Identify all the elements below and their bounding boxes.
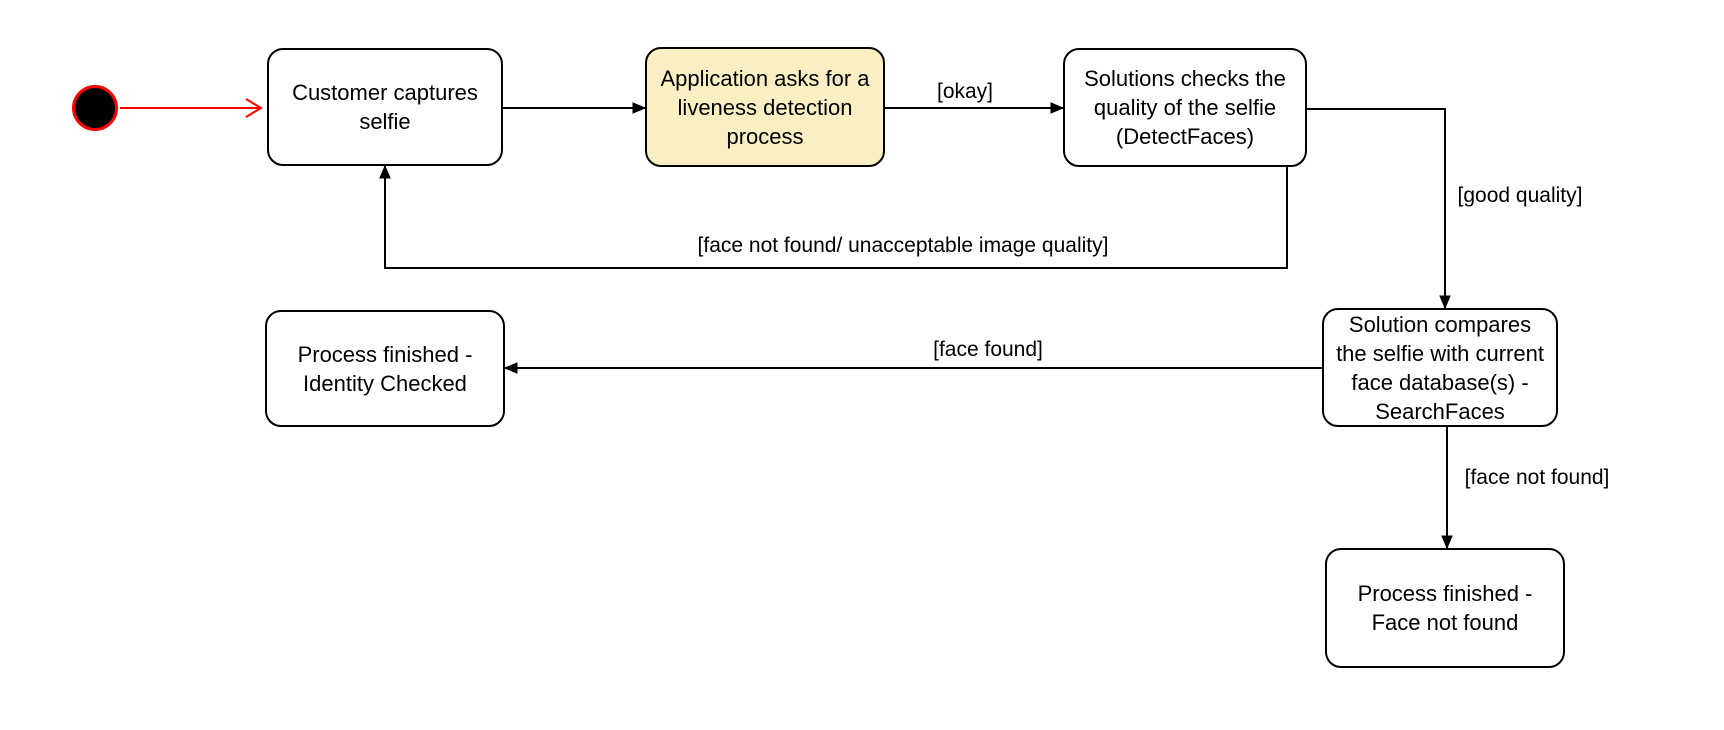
- guard-label-face-not-found-unacceptable-quality: [face not found/ unacceptable image qual…: [697, 234, 1109, 257]
- guard-label-okay: [okay]: [936, 80, 994, 103]
- edge-retry-loop: [385, 166, 1288, 269]
- guard-label-good-quality: [good quality]: [1457, 184, 1583, 207]
- node-process-finished-identity-checked: Process finished - Identity Checked: [265, 310, 505, 427]
- guard-label-face-found: [face found]: [933, 338, 1043, 361]
- node-detect-faces: Solutions checks the quality of the self…: [1063, 48, 1307, 167]
- node-liveness-detection: Application asks for a liveness detectio…: [645, 47, 885, 167]
- guard-label-face-not-found: [face not found]: [1464, 466, 1610, 489]
- initial-state-node: [72, 85, 118, 131]
- node-search-faces: Solution compares the selfie with curren…: [1322, 308, 1558, 427]
- node-process-finished-face-not-found: Process finished - Face not found: [1325, 548, 1565, 668]
- start-arrowhead-icon: [245, 98, 263, 118]
- edge-good-quality: [1305, 108, 1445, 308]
- node-customer-captures-selfie: Customer captures selfie: [267, 48, 503, 166]
